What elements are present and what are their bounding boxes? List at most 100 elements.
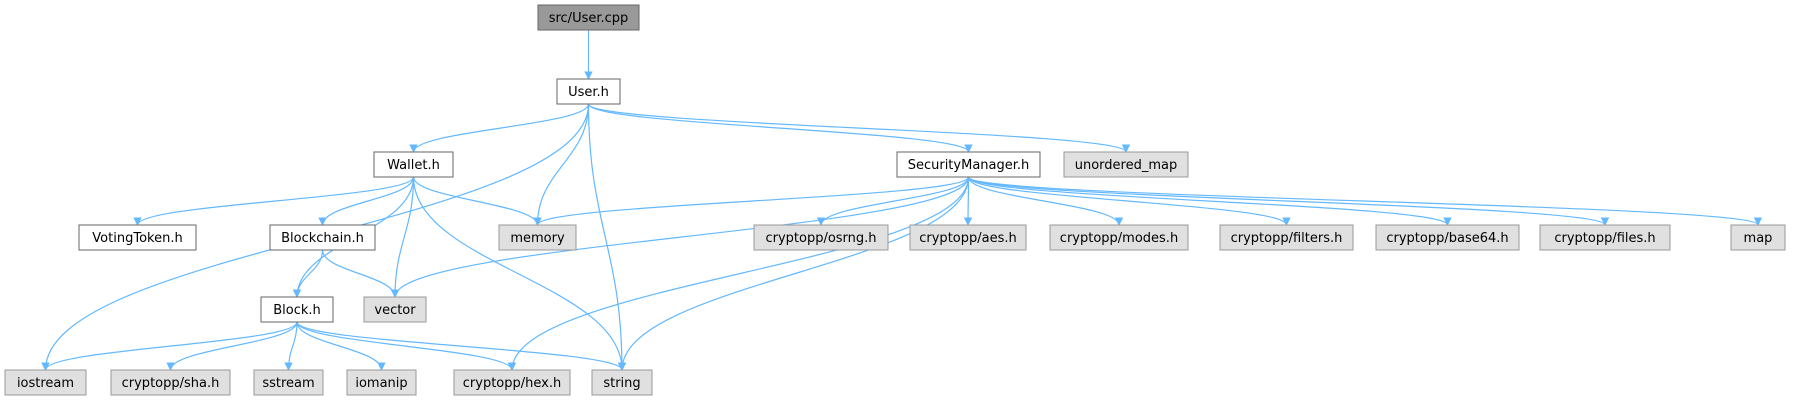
node-box (537, 4, 640, 31)
node-label: cryptopp/filters.h (1231, 231, 1343, 246)
node-box (909, 224, 1027, 251)
node-label: cryptopp/aes.h (919, 231, 1016, 246)
node-box (896, 151, 1041, 178)
node-string: string (591, 369, 653, 396)
node-box (373, 151, 454, 178)
node-box (753, 224, 889, 251)
node-base64: cryptopp/base64.h (1375, 224, 1520, 251)
node-box (453, 369, 571, 396)
node-box (1375, 224, 1520, 251)
node-label: map (1744, 231, 1773, 246)
node-label: Block.h (273, 303, 321, 318)
node-iostream: iostream (4, 369, 87, 396)
node-box (591, 369, 653, 396)
node-box (1049, 224, 1189, 251)
node-box (363, 296, 427, 323)
node-osrng: cryptopp/osrng.h (753, 224, 889, 251)
node-hex: cryptopp/hex.h (453, 369, 571, 396)
edge-wallet_h-to-blockchain_h (318, 176, 415, 226)
edge-user_h-to-string (587, 103, 627, 371)
node-sha: cryptopp/sha.h (110, 369, 231, 396)
node-box (110, 369, 231, 396)
node-box (556, 78, 621, 105)
edges-layer (41, 30, 1762, 371)
node-label: cryptopp/sha.h (122, 376, 220, 391)
node-label: SecurityManager.h (908, 158, 1030, 173)
node-box (260, 296, 334, 323)
node-wallet-h[interactable]: Wallet.h (373, 151, 454, 178)
edge-security_h-to-modes (967, 176, 1124, 226)
node-label: src/User.cpp (549, 11, 629, 26)
node-box (346, 369, 417, 396)
node-box (269, 224, 376, 251)
node-label: Wallet.h (387, 158, 440, 173)
edge-user_h-to-security_h (587, 103, 973, 153)
edge-block_h-to-string (296, 321, 627, 371)
node-box (4, 369, 87, 396)
edge-security_h-to-hex (507, 176, 970, 371)
node-box (1219, 224, 1354, 251)
edge-blockchain_h-to-vector (321, 249, 400, 298)
edge-wallet_h-to-string (412, 176, 627, 371)
edge-block_h-to-sha (166, 321, 298, 371)
node-box (1063, 151, 1189, 178)
edge-security_h-to-vector (390, 176, 970, 298)
node-aes: cryptopp/aes.h (909, 224, 1027, 251)
edge-security_h-to-filters (967, 176, 1291, 226)
node-label: cryptopp/osrng.h (765, 231, 876, 246)
edge-block_h-to-sstream (284, 321, 298, 371)
node-label: sstream (262, 376, 314, 391)
edge-wallet_h-to-votingtoken_h (133, 176, 415, 226)
node-label: iomanip (355, 376, 407, 391)
node-user-h[interactable]: User.h (556, 78, 621, 105)
node-label: cryptopp/base64.h (1386, 231, 1508, 246)
edge-security_h-to-map (967, 176, 1762, 226)
node-label: cryptopp/files.h (1554, 231, 1655, 246)
edge-user_h-to-unordered_map (587, 103, 1131, 153)
node-label: vector (374, 303, 416, 318)
node-filters: cryptopp/filters.h (1219, 224, 1354, 251)
node-sstream: sstream (253, 369, 324, 396)
edge-block_h-to-hex (296, 321, 517, 371)
node-label: VotingToken.h (92, 231, 182, 246)
node-label: cryptopp/modes.h (1060, 231, 1178, 246)
edge-user_h-to-wallet_h (409, 103, 590, 153)
edge-block_h-to-iomanip (296, 321, 386, 371)
node-blockchain-h[interactable]: Blockchain.h (269, 224, 376, 251)
edge-blockchain_h-to-block_h (292, 249, 324, 298)
edge-wallet_h-to-vector (390, 176, 415, 298)
edge-security_h-to-string (617, 176, 970, 371)
edge-security_h-to-base64 (967, 176, 1452, 226)
node-label: unordered_map (1075, 158, 1178, 173)
node-modes: cryptopp/modes.h (1049, 224, 1189, 251)
node-box (1730, 224, 1786, 251)
node-memory: memory (498, 224, 577, 251)
node-block-h[interactable]: Block.h (260, 296, 334, 323)
node-unordered-map: unordered_map (1063, 151, 1189, 178)
edge-security_h-to-memory (533, 176, 970, 226)
node-label: User.h (568, 85, 609, 100)
node-label: iostream (17, 376, 74, 391)
node-label: Blockchain.h (281, 231, 364, 246)
edge-wallet_h-to-memory (412, 176, 542, 226)
node-vector: vector (363, 296, 427, 323)
node-label: cryptopp/hex.h (463, 376, 561, 391)
node-iomanip: iomanip (346, 369, 417, 396)
node-user-cpp[interactable]: src/User.cpp (537, 4, 640, 31)
node-box (78, 224, 197, 251)
edge-security_h-to-files (967, 176, 1609, 226)
node-security-h[interactable]: SecurityManager.h (896, 151, 1041, 178)
node-box (253, 369, 324, 396)
node-label: memory (510, 231, 565, 246)
node-files: cryptopp/files.h (1539, 224, 1671, 251)
edge-user_h-to-memory (533, 103, 590, 226)
node-box (1539, 224, 1671, 251)
edge-block_h-to-iostream (41, 321, 298, 371)
node-votingtoken-h[interactable]: VotingToken.h (78, 224, 197, 251)
edge-security_h-to-osrng (816, 176, 970, 226)
node-box (498, 224, 577, 251)
node-label: string (603, 376, 640, 391)
node-map: map (1730, 224, 1786, 251)
